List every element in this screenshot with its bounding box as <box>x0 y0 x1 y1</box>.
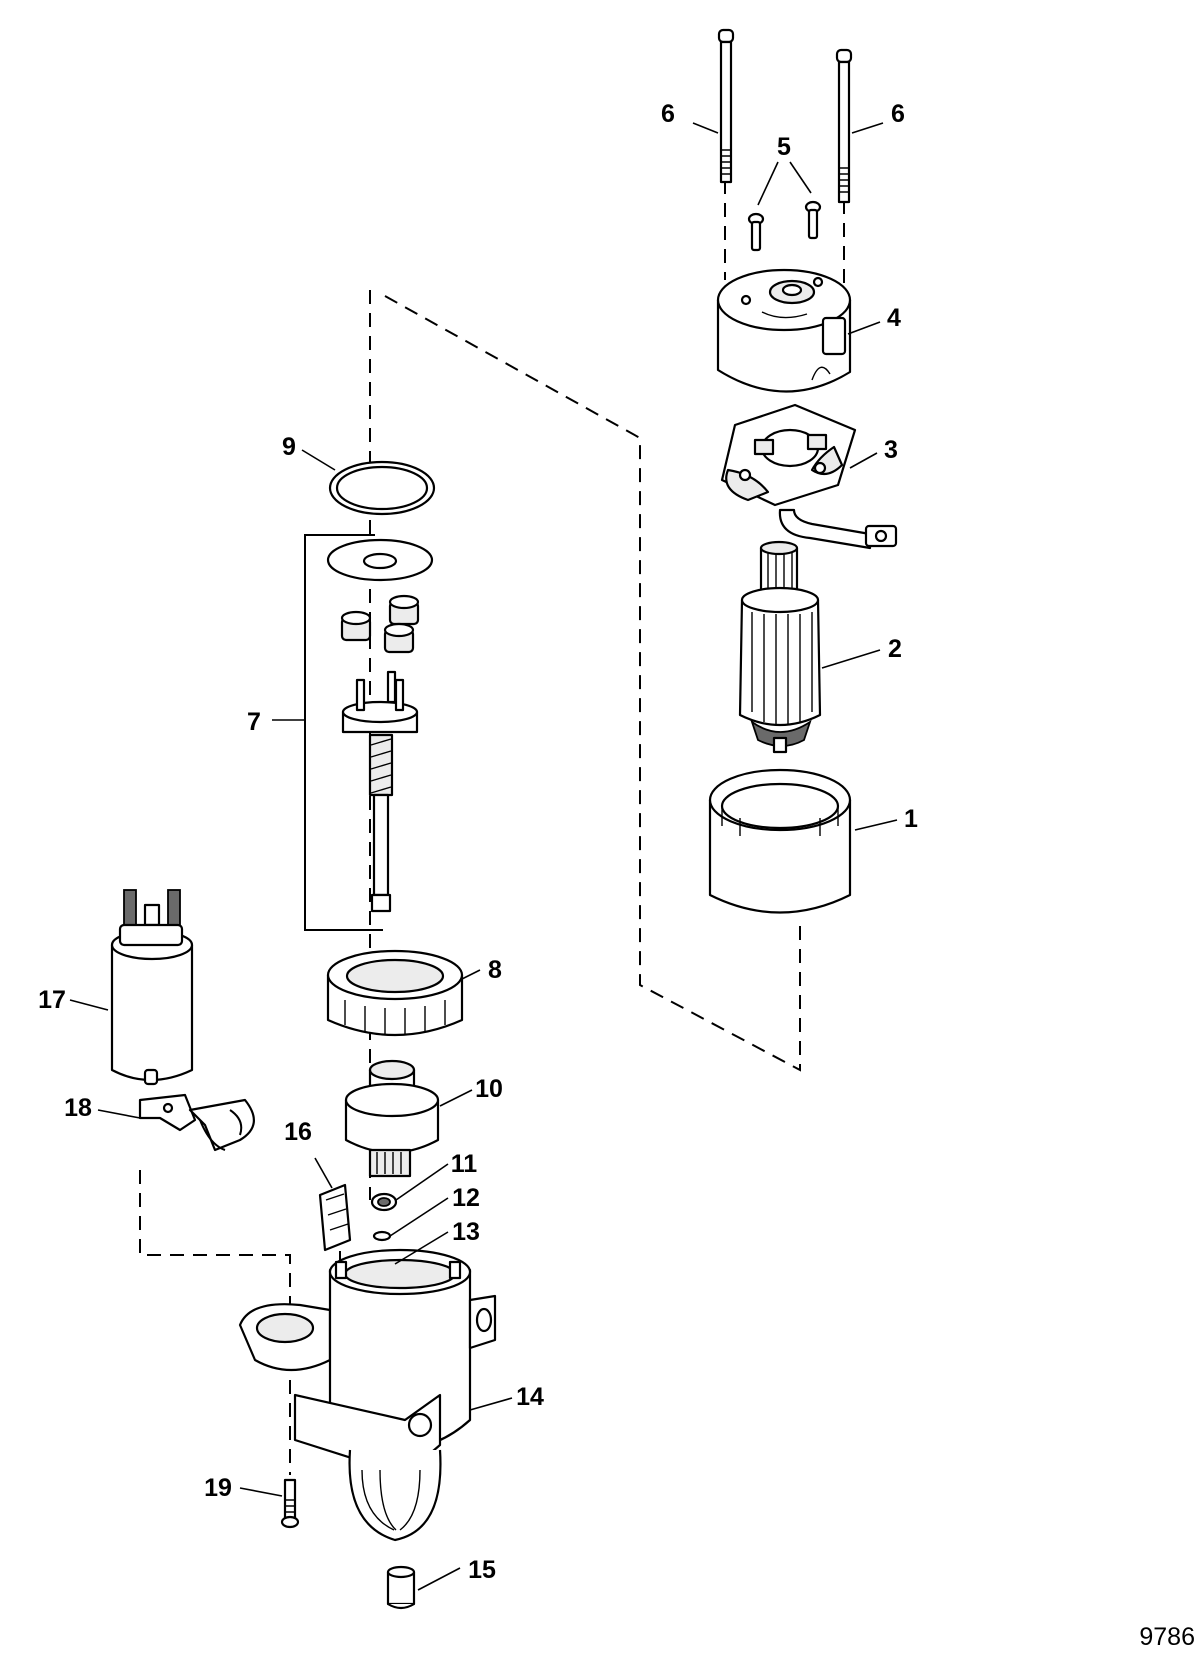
callout-8: 9 <box>282 433 296 461</box>
figure-number: 9786 <box>1139 1623 1195 1651</box>
callout-15: 15 <box>468 1556 496 1584</box>
part-12-snap-ring <box>372 1230 392 1242</box>
part-17-starter-solenoid <box>110 889 194 1086</box>
part-15-bushing <box>386 1565 416 1610</box>
part-1-field-frame-housing <box>708 768 852 914</box>
leader-lines <box>69 122 898 1591</box>
callout-12: 12 <box>452 1184 480 1212</box>
callout-1: 1 <box>904 805 918 833</box>
callout-17: 17 <box>38 986 66 1014</box>
callout-13: 13 <box>452 1218 480 1246</box>
part-5-screws <box>747 200 822 252</box>
callout-18: 18 <box>64 1094 92 1122</box>
callout-4: 4 <box>887 304 901 332</box>
part-10-drive-pinion <box>344 1059 440 1178</box>
part-14-drive-end-housing <box>238 1248 497 1542</box>
callout-14: 14 <box>516 1383 544 1411</box>
callout-7: 7 <box>247 708 261 736</box>
callout-5: 5 <box>777 133 791 161</box>
part-18-shift-fork <box>138 1093 255 1152</box>
callout-6-left: 6 <box>661 100 675 128</box>
part-7-planetary-gear-assembly <box>304 534 434 931</box>
part-3-brush-plate <box>720 403 898 550</box>
part-16-lever-block <box>318 1183 352 1252</box>
callout-6-right: 6 <box>891 100 905 128</box>
callout-16: 16 <box>284 1118 312 1146</box>
callout-11: 11 <box>451 1150 478 1178</box>
callout-19: 19 <box>204 1474 232 1502</box>
callout-9: 8 <box>488 956 502 984</box>
planet-gears <box>340 594 420 654</box>
part-19-mounting-bolt <box>280 1478 300 1529</box>
part-4-commutator-end-cap <box>716 268 852 393</box>
part-2-armature <box>738 540 822 754</box>
part-8-o-ring <box>328 460 436 516</box>
part-11-thrust-collar <box>370 1192 398 1212</box>
callout-10: 10 <box>475 1075 503 1103</box>
callout-3: 3 <box>884 436 898 464</box>
callout-labels: 6 6 5 4 3 2 1 9 7 8 10 11 12 13 16 17 18… <box>38 100 918 1584</box>
part-6-through-bolt-right <box>835 48 853 204</box>
part-9-ring-gear <box>326 949 464 1037</box>
callout-2: 2 <box>888 635 902 663</box>
part-6-through-bolt-left <box>717 28 735 184</box>
